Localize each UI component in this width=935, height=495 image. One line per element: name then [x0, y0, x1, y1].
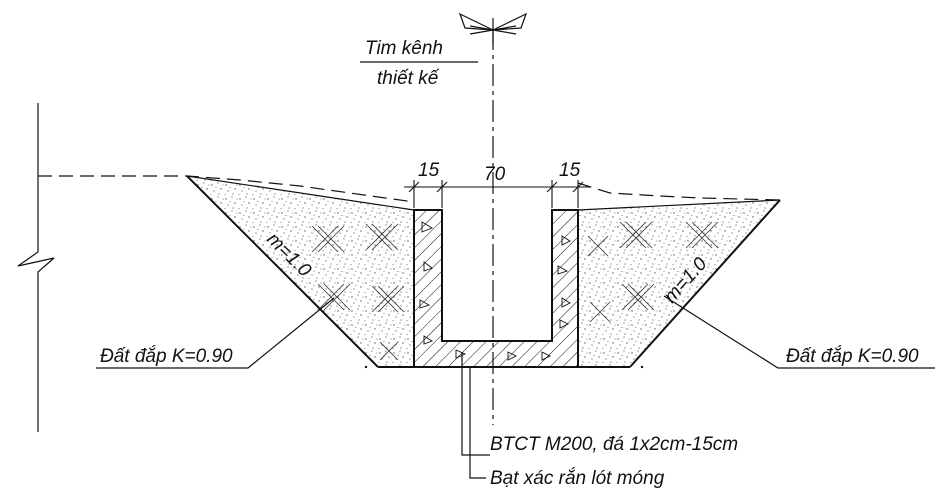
natural-ground-line	[38, 175, 415, 203]
right-slope-line	[629, 199, 781, 368]
concrete-channel	[413, 209, 579, 368]
left-slope-line	[186, 175, 379, 368]
lining-spec-label: Bạt xác rắn lót móng	[490, 468, 665, 489]
concrete-spec-label: BTCT M200, đá 1x2cm-15cm	[490, 434, 738, 455]
centerline-label-line2: thiết kế	[377, 68, 440, 89]
dim-left-wall: 15	[418, 160, 440, 181]
centerline-label-line1: Tim kênh	[365, 38, 443, 59]
dimension-line	[404, 180, 590, 208]
dim-inner-width: 70	[484, 164, 506, 185]
right-fill-top	[577, 199, 781, 211]
fill-left-label: Đất đắp K=0.90	[100, 346, 233, 367]
natural-ground-line-right	[577, 182, 781, 201]
dim-right-wall: 15	[559, 160, 581, 181]
right-soil-fill	[578, 200, 780, 367]
fill-right-label: Đất đắp K=0.90	[786, 346, 919, 367]
break-line	[17, 103, 55, 432]
left-fill-top	[186, 175, 415, 211]
concrete-leader	[461, 352, 490, 456]
fill-left-leader	[96, 297, 335, 369]
soil-crosshatch-marks	[311, 221, 719, 361]
lining-leader	[469, 367, 486, 479]
concrete-aggregate-marks	[419, 221, 571, 361]
centerline-symbol-icon	[458, 12, 528, 44]
left-soil-fill	[187, 176, 414, 367]
fill-right-leader	[663, 295, 935, 369]
